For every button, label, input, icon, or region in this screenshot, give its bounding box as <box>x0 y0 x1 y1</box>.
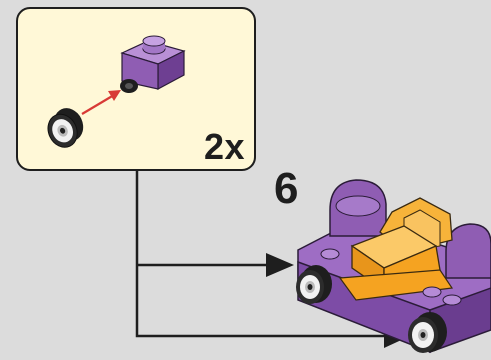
quantity-label: 2x <box>204 126 246 167</box>
purple-plate-icon <box>120 35 186 93</box>
step-number: 6 <box>274 164 299 213</box>
wheel-icon <box>47 108 84 148</box>
front-left-wheel <box>296 265 332 304</box>
subassembly-illustration <box>47 35 186 148</box>
insert-arrow-icon <box>81 90 121 115</box>
front-right-wheel <box>408 312 447 353</box>
subassembly-callout: 2x <box>16 7 256 171</box>
arrow-head-upper <box>266 253 294 277</box>
